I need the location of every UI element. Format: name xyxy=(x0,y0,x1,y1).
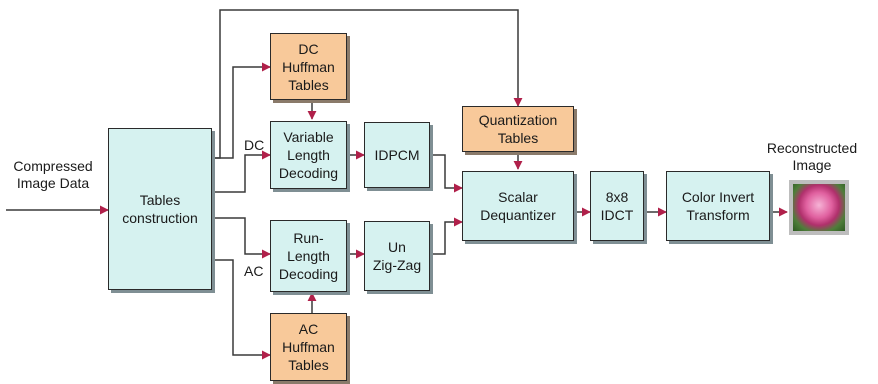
unzigzag-block: Un Zig-Zag xyxy=(364,221,430,291)
ac-huffman-tables-block: AC Huffman Tables xyxy=(270,313,347,381)
dc-wire xyxy=(212,150,271,193)
scalar-dequantizer-block: Scalar Dequantizer xyxy=(462,171,574,241)
tables-construction-block: Tables construction xyxy=(108,128,212,290)
run-length-decoding-block: Run- Length Decoding xyxy=(270,220,347,292)
dc-huffman-wire xyxy=(212,62,271,159)
unzigzag-to-dequant xyxy=(430,217,463,255)
idpcm-block: IDPCM xyxy=(364,122,430,188)
output-label: Reconstructed Image xyxy=(766,140,858,173)
ac-huffman-wire xyxy=(212,259,271,360)
reconstructed-image-thumbnail xyxy=(789,180,849,235)
dc-huffman-tables-block: DC Huffman Tables xyxy=(270,33,347,100)
dc-label: DC xyxy=(244,137,265,153)
idpcm-to-dequant xyxy=(430,154,463,193)
ac-label: AC xyxy=(244,263,264,279)
idct-block: 8x8 IDCT xyxy=(590,171,644,241)
variable-length-decoding-block: Variable Length Decoding xyxy=(270,121,347,189)
ac-wire xyxy=(212,217,271,259)
input-label: Compressed Image Data xyxy=(13,158,93,191)
color-invert-transform-block: Color Invert Transform xyxy=(666,171,770,241)
quantization-tables-block: Quantization Tables xyxy=(462,106,574,152)
